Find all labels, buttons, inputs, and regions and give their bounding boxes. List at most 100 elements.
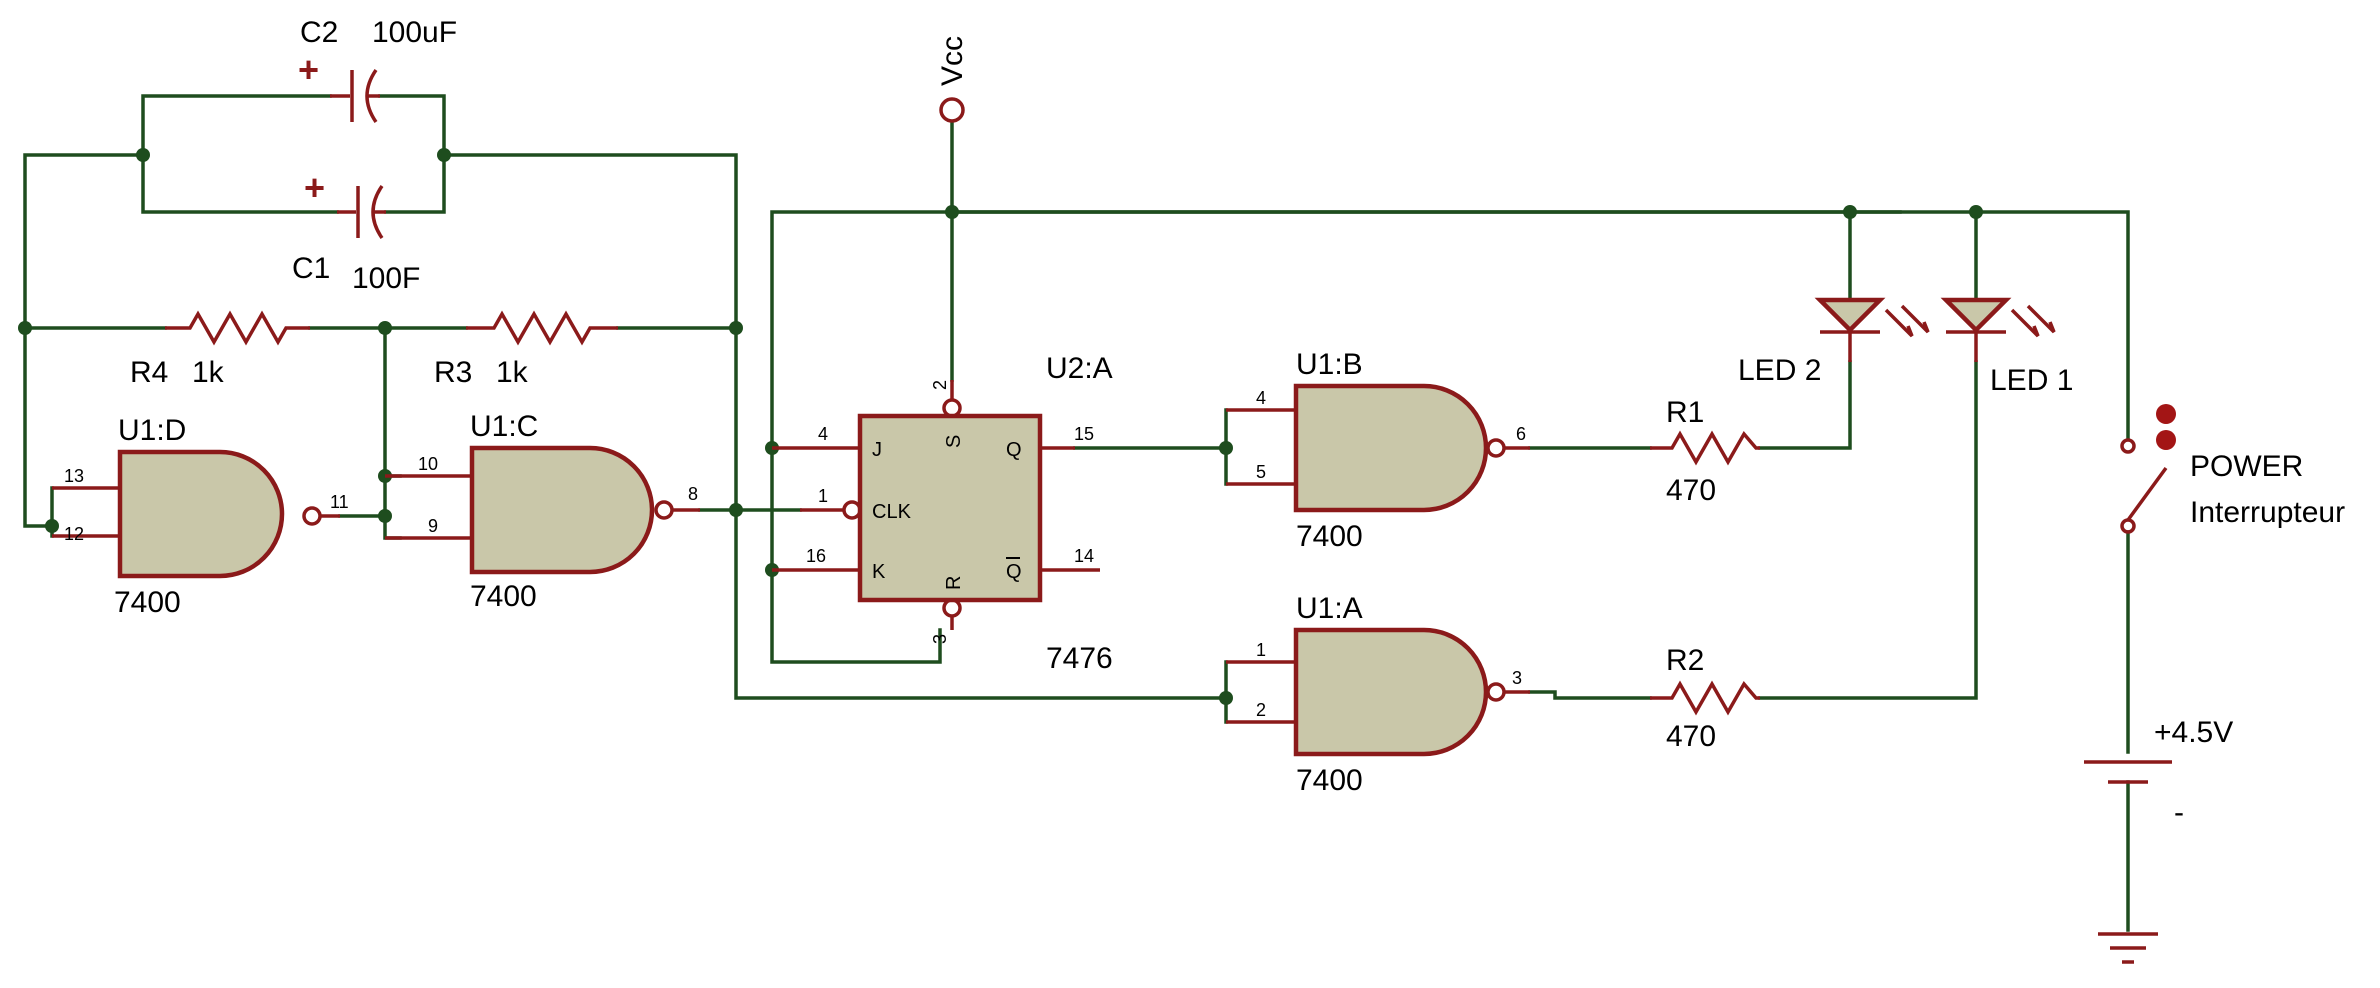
junction-dot xyxy=(1843,205,1857,219)
ff-label-q: Q xyxy=(1006,439,1022,461)
battery-neg-label: - xyxy=(2174,796,2184,829)
u1d-pin13-label: 13 xyxy=(64,466,84,486)
wire-left-outer xyxy=(23,153,145,528)
u1b-bubble xyxy=(1486,438,1506,458)
ff-pin-qbar-num: 14 xyxy=(1074,546,1094,566)
junction-dot xyxy=(729,503,743,517)
wires xyxy=(23,94,2130,932)
u1d-pin12-label: 12 xyxy=(64,524,84,544)
junction-dot xyxy=(378,321,392,335)
u1a-body xyxy=(1293,627,1489,757)
r2-zigzag xyxy=(1650,680,1760,716)
junction-dot xyxy=(1219,691,1233,705)
c2-polarity: + xyxy=(298,49,319,90)
r3-value: 1k xyxy=(496,356,529,389)
ff-label-qbar: Q xyxy=(1006,561,1022,583)
vcc-terminal: Vcc xyxy=(936,36,969,123)
ff-label-r: R xyxy=(943,576,965,590)
r2-ref: R2 xyxy=(1666,644,1704,677)
gate-u1b: 4 5 6 U1:B 7400 xyxy=(1226,348,1530,553)
junction-dot xyxy=(1219,441,1233,455)
ff-label-j: J xyxy=(872,439,882,461)
capacitor-c2: + C2 100uF xyxy=(298,16,457,123)
junction-dot xyxy=(45,519,59,533)
u1b-pin4-label: 4 xyxy=(1256,388,1266,408)
led1-triangle xyxy=(1940,297,2012,334)
ff-pin-clk-num: 1 xyxy=(818,486,828,506)
c2-value: 100uF xyxy=(372,16,457,49)
resistor-r4: R4 1k xyxy=(130,310,310,389)
ground-symbol xyxy=(2098,932,2158,964)
junction-dot xyxy=(437,148,451,162)
u1c-body xyxy=(469,445,655,575)
junction-dot xyxy=(1969,205,1983,219)
led-1: LED 1 xyxy=(1940,297,2073,397)
power-switch: POWER Interrupteur xyxy=(2120,404,2345,534)
ff-pin-j-num: 4 xyxy=(818,424,828,444)
junction-dot xyxy=(18,321,32,335)
r4-value: 1k xyxy=(192,356,225,389)
gate-u1a: 1 2 3 U1:A 7400 xyxy=(1226,592,1530,797)
led1-ray1 xyxy=(2010,308,2040,338)
u1c-bubble xyxy=(654,500,674,520)
u1b-pin6-label: 6 xyxy=(1516,424,1526,444)
u1b-body xyxy=(1293,383,1489,513)
ff-label-clk: CLK xyxy=(872,501,912,523)
junction-dot xyxy=(729,321,743,335)
u1d-pin11-label: 11 xyxy=(330,492,349,512)
switch-ref: POWER xyxy=(2190,450,2303,483)
switch-indicator-top xyxy=(2156,404,2176,424)
u1c-pin10-label: 10 xyxy=(418,454,438,474)
ff-label-s: S xyxy=(943,435,965,448)
c2-ref: C2 xyxy=(300,16,338,49)
led2-triangle xyxy=(1814,297,1886,334)
u1a-ref: U1:A xyxy=(1296,592,1363,625)
gate-u1c: 10 9 8 U1:C 7400 xyxy=(385,410,700,613)
u1a-pin3-label: 3 xyxy=(1512,668,1522,688)
r4-zigzag xyxy=(165,310,310,346)
vcc-label: Vcc xyxy=(936,36,969,86)
u1d-part: 7400 xyxy=(114,586,181,619)
ff-label-k: K xyxy=(872,561,886,583)
capacitor-c1: + C1 100F xyxy=(292,167,420,295)
r3-zigzag xyxy=(466,310,618,346)
led2-ray2 xyxy=(1900,304,1930,334)
battery: +4.5V - xyxy=(2084,716,2233,829)
u1b-pin5-label: 5 xyxy=(1256,462,1266,482)
switch-indicator-bottom xyxy=(2156,430,2176,450)
junction-dot xyxy=(136,148,150,162)
resistor-r2: R2 470 xyxy=(1650,644,1760,753)
led2-label: LED 2 xyxy=(1738,354,1821,387)
wire-top-feedback xyxy=(442,153,1228,700)
wire-cap-loop-right xyxy=(378,94,446,214)
u1c-pin9-label: 9 xyxy=(428,516,438,536)
ff-pin-q-num: 15 xyxy=(1074,424,1094,444)
wire-u1a-out xyxy=(1528,690,1652,700)
u1b-part: 7400 xyxy=(1296,520,1363,553)
wire-r2-led1 xyxy=(1758,360,1978,700)
u1d-bubble xyxy=(302,506,322,526)
r3-ref: R3 xyxy=(434,356,472,389)
ff-r-bubble xyxy=(942,598,962,618)
wire-u1c-inputs xyxy=(383,326,402,540)
r1-ref: R1 xyxy=(1666,396,1704,429)
led1-label: LED 1 xyxy=(1990,364,2073,397)
switch-contact-bottom xyxy=(2120,518,2136,534)
u1a-pin2-label: 2 xyxy=(1256,700,1266,720)
led1-ray2 xyxy=(2026,304,2056,334)
ff-pin-s-num: 2 xyxy=(930,380,950,390)
led2-ray1 xyxy=(1884,308,1914,338)
switch-contact-top xyxy=(2120,438,2136,454)
ff-pin-r-num: 3 xyxy=(930,634,950,644)
resistor-r1: R1 470 xyxy=(1650,396,1760,507)
ff-part: 7476 xyxy=(1046,642,1113,675)
c1-ref: C1 xyxy=(292,252,330,285)
switch-lever xyxy=(2126,466,2168,522)
u1d-ref: U1:D xyxy=(118,414,186,447)
u1b-ref: U1:B xyxy=(1296,348,1363,381)
r1-zigzag xyxy=(1650,430,1760,466)
junction-dot xyxy=(378,509,392,523)
resistor-r3: R3 1k xyxy=(434,310,618,389)
u1c-pin8-label: 8 xyxy=(688,484,698,504)
